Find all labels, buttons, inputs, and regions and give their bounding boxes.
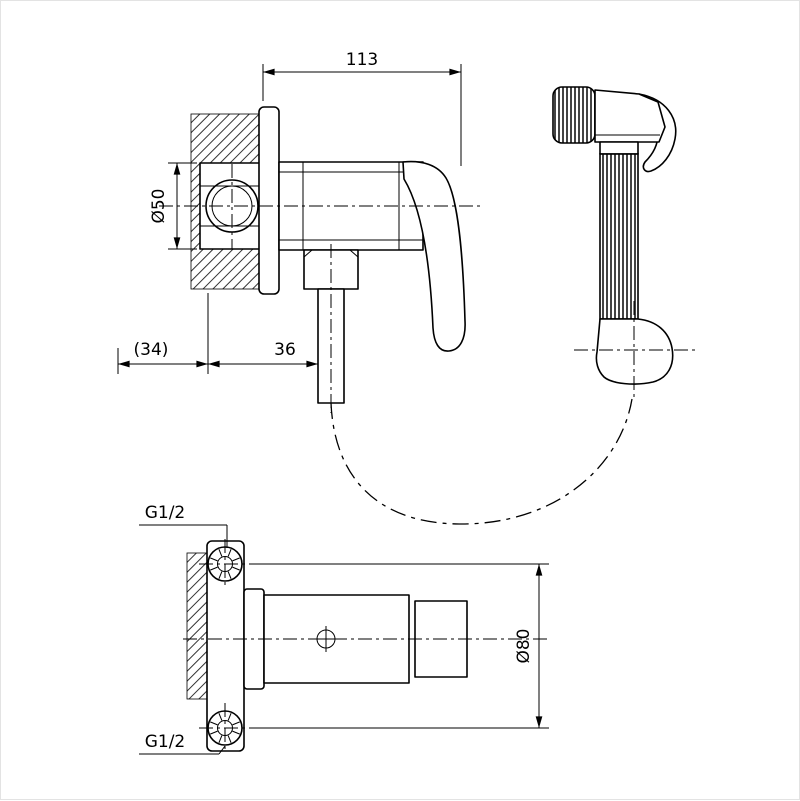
thread-top-label: G1/2 (145, 503, 186, 523)
thread-bottom-label: G1/2 (145, 732, 186, 752)
dim-36-label: 36 (274, 340, 296, 360)
dimension-113: 113 (262, 50, 462, 166)
dim-34-label: (34) (134, 340, 169, 360)
dim-113-label: 113 (346, 50, 378, 70)
thread-callout-top: G1/2 (139, 503, 228, 548)
dim-dia80-label: Ø80 (514, 628, 534, 663)
thread-callout-bottom: G1/2 (139, 732, 226, 755)
wall-hatch-plan (186, 552, 208, 700)
inlet-port-top (199, 539, 251, 589)
sprayer-head (594, 89, 666, 143)
plan-view: Ø80 G1/2 G1/2 (139, 503, 549, 755)
hose-centerline (330, 398, 633, 525)
dimension-34: (34) (117, 293, 209, 374)
escutcheon-flange (258, 106, 280, 295)
dimension-dia50: Ø50 (149, 162, 197, 250)
lever-handle (402, 160, 466, 352)
sprayer-ribbed-handle (599, 153, 639, 320)
side-view: 113 Ø50 (34) 36 (117, 50, 696, 525)
mixer-body (278, 161, 424, 251)
dim-dia50-label: Ø50 (149, 188, 169, 223)
dimension-dia80: Ø80 (251, 563, 549, 729)
hand-sprayer (552, 86, 696, 399)
sprayer-neck (599, 141, 639, 155)
sprayer-knurled-cap (552, 86, 596, 144)
dimension-36: 36 (208, 340, 318, 368)
sprayer-elbow (595, 318, 674, 385)
